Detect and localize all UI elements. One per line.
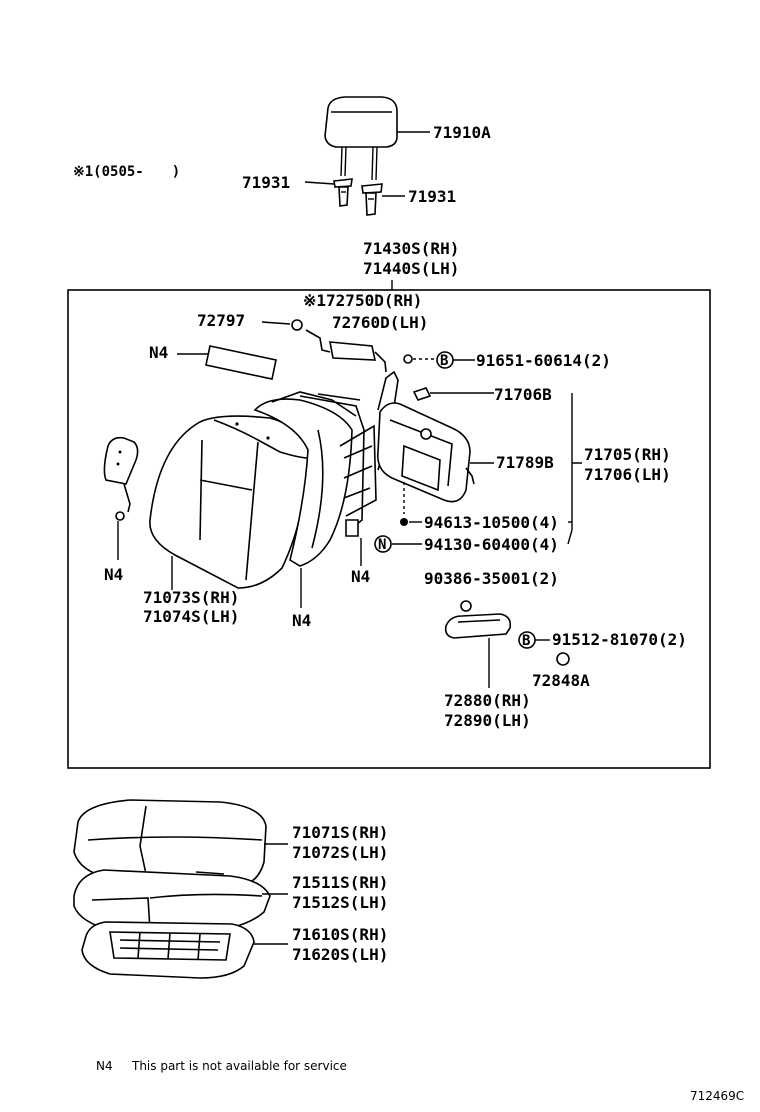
label-72760d: 72760D(LH) xyxy=(332,313,428,332)
label-72797: 72797 xyxy=(197,311,245,330)
switch-illustration xyxy=(103,436,139,521)
bolt-91651-illustration xyxy=(403,354,413,364)
label-71705: 71705(RH) xyxy=(584,445,671,464)
label-72880: 72880(RH) xyxy=(444,691,531,710)
label-72890: 72890(LH) xyxy=(444,711,531,730)
label-71931-left: 71931 xyxy=(242,173,290,192)
marker-b-1-text: B xyxy=(440,353,448,369)
label-71074s: 71074S(LH) xyxy=(143,607,239,626)
seatback-cover-illustration xyxy=(149,415,311,589)
label-n4-left: N4 xyxy=(104,565,123,584)
cushion-frame-illustration xyxy=(81,921,255,979)
footnote-text: This part is not available for service xyxy=(131,1059,347,1073)
headrest-guide-right-illustration xyxy=(361,183,383,216)
label-90386: 90386-35001(2) xyxy=(424,569,559,588)
label-71706b: 71706B xyxy=(494,385,552,404)
label-94130: 94130-60400(4) xyxy=(424,535,559,554)
label-71931-right: 71931 xyxy=(408,187,456,206)
marker-n-1 xyxy=(374,535,392,553)
label-71440s: 71440S(LH) xyxy=(363,259,459,278)
clip-71706b-illustration xyxy=(412,387,432,401)
recliner-frame-illustration xyxy=(376,387,475,503)
label-71073s: 71073S(RH) xyxy=(143,588,239,607)
label-71706: 71706(LH) xyxy=(584,465,671,484)
label-71512s: 71512S(LH) xyxy=(292,893,388,912)
applicability-note: ※1(0505- ) xyxy=(73,164,180,180)
label-91512: 91512-81070(2) xyxy=(552,630,687,649)
marker-b-2-text: B xyxy=(522,633,530,649)
armrest-illustration xyxy=(444,613,512,639)
label-71789b: 71789B xyxy=(496,453,554,472)
heater-unit-illustration xyxy=(305,329,387,373)
back-assembly-frame xyxy=(67,289,711,769)
footnote-code: N4 xyxy=(96,1059,113,1073)
marker-n-1-text: N xyxy=(378,537,386,553)
leader-94130-tail xyxy=(567,529,573,545)
headrest-guide-left-illustration xyxy=(333,178,353,207)
cap-72848a-illustration xyxy=(556,652,570,666)
cushion-pad-illustration xyxy=(73,869,271,933)
label-72848a: 72848A xyxy=(532,671,590,690)
label-n4-mid: N4 xyxy=(292,611,311,630)
label-71620s: 71620S(LH) xyxy=(292,945,388,964)
bracket-71705 xyxy=(571,393,582,530)
label-71430s: 71430S(RH) xyxy=(363,239,459,258)
label-71910a: 71910A xyxy=(433,123,491,142)
label-71072s: 71072S(LH) xyxy=(292,843,388,862)
leader-71931-left xyxy=(304,181,335,185)
pad-n4-illustration xyxy=(205,345,277,380)
label-n4-pad: N4 xyxy=(149,343,168,362)
headrest-illustration xyxy=(324,96,398,181)
label-n4-frame: N4 xyxy=(351,567,370,586)
label-71610s: 71610S(RH) xyxy=(292,925,388,944)
clip-72797-illustration xyxy=(291,319,303,331)
screw-90386-illustration xyxy=(460,600,472,612)
label-91651: 91651-60614(2) xyxy=(476,351,611,370)
diagram-id: 712469C xyxy=(690,1089,744,1103)
label-71071s: 71071S(RH) xyxy=(292,823,388,842)
label-71511s: 71511S(RH) xyxy=(292,873,388,892)
nut-94613-illustration xyxy=(400,518,408,526)
label-94613: 94613-10500(4) xyxy=(424,513,559,532)
label-72750d: ※172750D(RH) xyxy=(303,291,422,310)
seatback-pad-illustration xyxy=(253,391,357,567)
leader-72797 xyxy=(261,321,291,325)
